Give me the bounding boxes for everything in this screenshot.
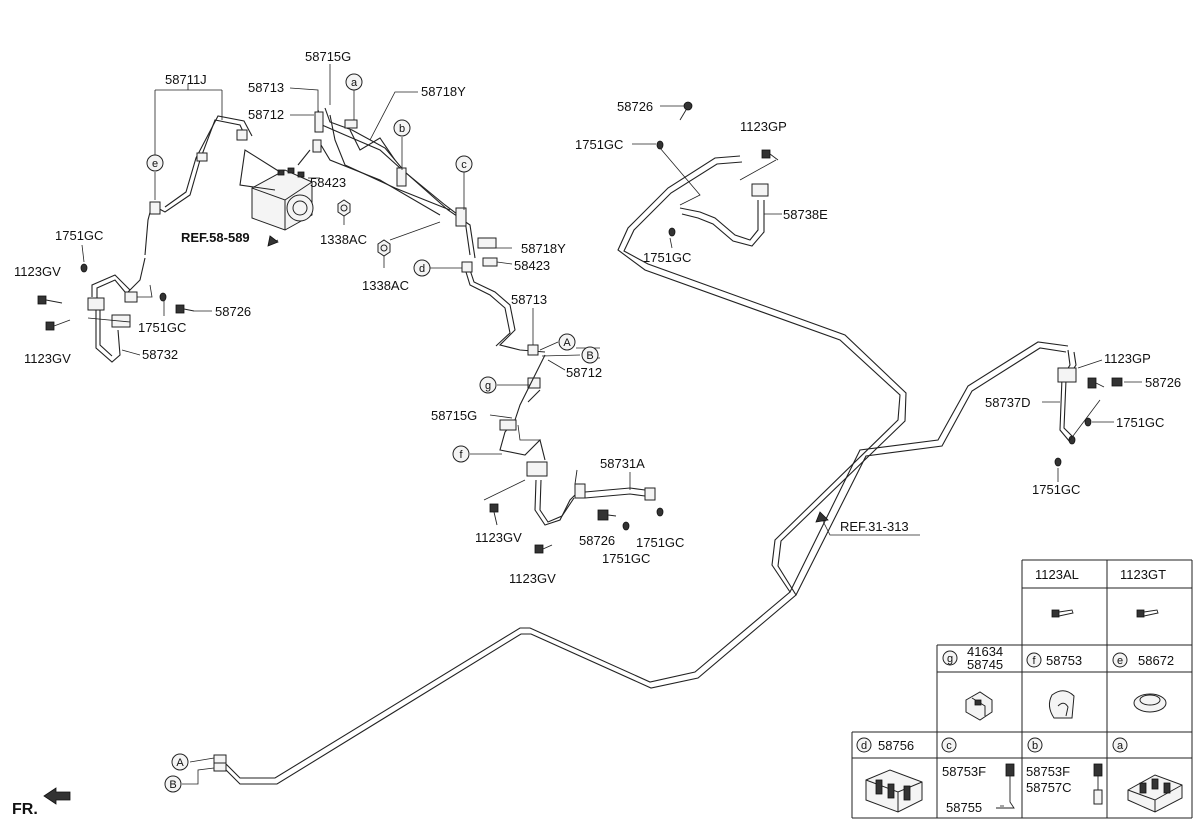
legend-grommet-icon-e <box>1133 693 1167 713</box>
label-58713-top: 58713 <box>248 80 284 95</box>
legend-letter-g: g <box>947 653 953 665</box>
marker-e: e <box>152 158 158 170</box>
callout-leaders <box>81 64 1142 785</box>
legend-part-58745: 58745 <box>967 657 1003 672</box>
label-1751GC-top-right-a: 1751GC <box>575 137 623 152</box>
parts-legend-table: 1123AL 1123GT g 41634 58745 f 58753 e 58… <box>851 559 1193 819</box>
label-58726-center: 58726 <box>579 533 615 548</box>
label-58726-right: 58726 <box>1145 375 1181 390</box>
legend-clip-icon-c <box>996 763 1015 809</box>
marker-A-top: A <box>563 337 571 349</box>
label-1123GV-a: 1123GV <box>475 530 522 545</box>
legend-part-58753F-c: 58753F <box>942 764 986 779</box>
label-1123GP-top-right: 1123GP <box>740 119 787 134</box>
label-1751GC-right-a: 1751GC <box>1116 415 1164 430</box>
rear-center-hose-assembly <box>483 354 664 554</box>
label-1338AC-b: 1338AC <box>362 278 409 293</box>
legend-letter-e: e <box>1117 655 1123 667</box>
label-58738E: 58738E <box>783 207 828 222</box>
legend-part-58757C: 58757C <box>1026 780 1072 795</box>
label-58718Y-top: 58718Y <box>421 84 466 99</box>
label-58423-mid: 58423 <box>514 258 550 273</box>
legend-part-58753F-b: 58753F <box>1026 764 1070 779</box>
label-58711J: 58711J <box>165 72 207 87</box>
legend-part-58753: 58753 <box>1046 653 1082 668</box>
rear-pipe-end-fittings <box>213 754 227 772</box>
legend-letter-d: d <box>861 740 867 752</box>
reference-abs: REF.58-589 <box>181 230 250 245</box>
front-direction-label: FR. <box>12 801 38 818</box>
marker-f: f <box>459 449 463 461</box>
label-58715G-top: 58715G <box>305 49 351 64</box>
label-58726-top-right: 58726 <box>617 99 653 114</box>
marker-a: a <box>351 77 358 89</box>
hydraulic-unit <box>251 167 314 231</box>
label-1123GV-b: 1123GV <box>509 571 556 586</box>
legend-letter-c: c <box>946 740 952 752</box>
nut-1338ac <box>337 199 391 257</box>
label-58712-top: 58712 <box>248 107 284 122</box>
legend-part-41634: 41634 <box>967 644 1003 659</box>
label-58718Y-mid: 58718Y <box>521 241 566 256</box>
marker-b: b <box>399 123 405 135</box>
label-1751GC-top-right-b: 1751GC <box>643 250 691 265</box>
legend-letter-a: a <box>1117 740 1124 752</box>
legend-clip-icon-g <box>965 691 993 721</box>
label-58713-mid: 58713 <box>511 292 547 307</box>
legend-bracket-icon-d <box>865 769 923 813</box>
label-58726-left: 58726 <box>215 304 251 319</box>
ref-abs-arrow <box>267 235 279 247</box>
label-58712-mid: 58712 <box>566 365 602 380</box>
marker-A-bottom: A <box>176 757 184 769</box>
rear-left-hose-assembly <box>656 101 779 247</box>
marker-c: c <box>461 159 467 171</box>
legend-part-58756: 58756 <box>878 738 914 753</box>
marker-B-bottom: B <box>169 779 176 791</box>
label-1751GC-center-a: 1751GC <box>602 551 650 566</box>
front-direction-indicator: FR. <box>12 787 71 818</box>
label-58737D: 58737D <box>985 395 1031 410</box>
marker-d: d <box>419 263 425 275</box>
label-58715G-mid: 58715G <box>431 408 477 423</box>
label-1123GV-left-b: 1123GV <box>24 351 71 366</box>
label-58731A: 58731A <box>600 456 645 471</box>
label-1338AC-a: 1338AC <box>320 232 367 247</box>
legend-part-1123GT: 1123GT <box>1120 567 1166 582</box>
label-58423-top: 58423 <box>310 175 346 190</box>
legend-bolt-icon-2 <box>1136 609 1159 618</box>
label-1123GV-left-a: 1123GV <box>14 264 61 279</box>
pipe-clips <box>149 111 541 389</box>
label-1751GC-left-b: 1751GC <box>138 320 186 335</box>
marker-B-top: B <box>586 350 593 362</box>
label-1751GC-right-b: 1751GC <box>1032 482 1080 497</box>
front-left-hose-assembly <box>37 257 195 363</box>
letter-markers: a b c d e f g A B A B <box>146 73 599 793</box>
legend-part-58672: 58672 <box>1138 653 1174 668</box>
part-number-labels: 58711J 58715G 58713 58712 58718Y 58423 1… <box>14 49 1181 586</box>
legend-clip-icon-b <box>1093 763 1103 805</box>
main-brake-pipe-to-rear <box>221 155 1069 785</box>
legend-part-58755: 58755 <box>946 800 982 815</box>
front-direction-arrow-icon <box>43 787 71 805</box>
legend-part-1123AL: 1123AL <box>1035 567 1079 582</box>
legend-bracket-icon-a <box>1127 774 1183 813</box>
reference-body: REF.31-313 <box>840 519 909 534</box>
legend-letter-f: f <box>1032 655 1036 667</box>
ref-body-arrow <box>815 511 829 523</box>
label-1751GC-center-b: 1751GC <box>636 535 684 550</box>
legend-clamp-icon-f <box>1048 690 1075 719</box>
label-1123GP-right: 1123GP <box>1104 351 1151 366</box>
marker-g: g <box>485 380 491 392</box>
legend-letter-b: b <box>1032 740 1038 752</box>
label-1751GC-left-a: 1751GC <box>55 228 103 243</box>
rear-right-hose-assembly <box>1054 349 1123 467</box>
legend-bolt-icon-1 <box>1051 609 1074 618</box>
label-58732: 58732 <box>142 347 178 362</box>
